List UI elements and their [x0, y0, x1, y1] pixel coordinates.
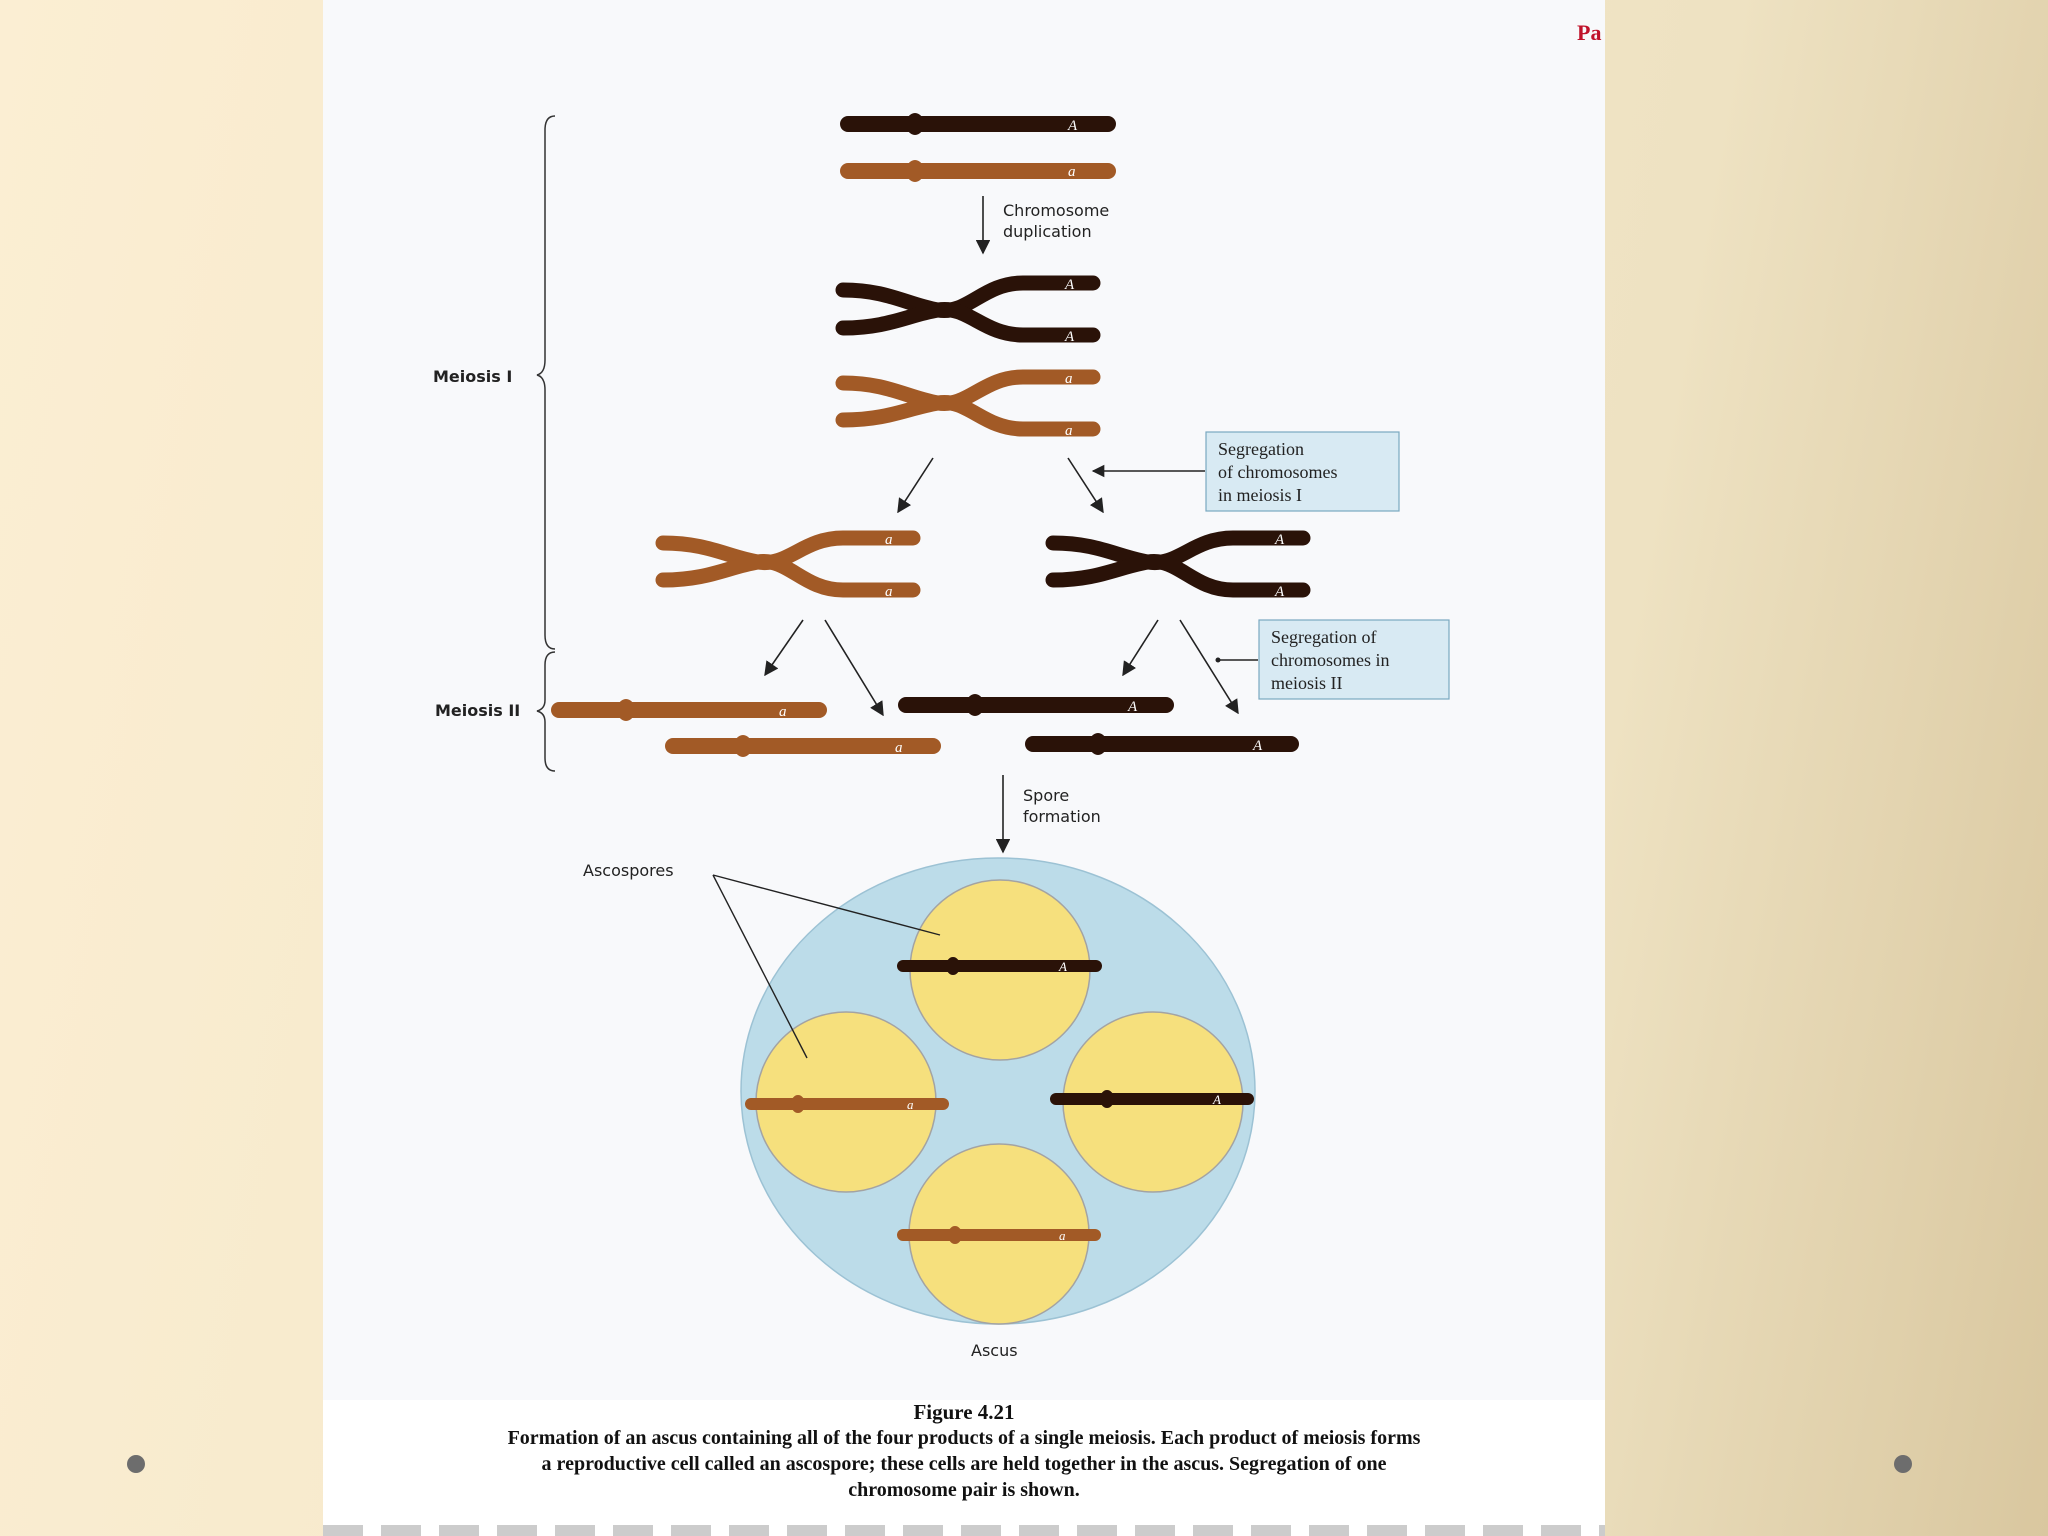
allele-label: a	[885, 532, 893, 548]
meiosis-2-arrow-1	[764, 619, 804, 677]
meiosis-1-bracket	[536, 115, 556, 650]
caption-line-3: chromosome pair is shown.	[848, 1479, 1080, 1501]
chromosome-light-top: a	[840, 160, 1116, 182]
allele-label: A	[1212, 1092, 1221, 1107]
allele-label: a	[779, 704, 787, 720]
allele-label: a	[885, 584, 893, 600]
meiosis-2-product-light-2: a	[665, 735, 941, 757]
ascus-label: Ascus	[971, 1341, 1018, 1360]
segregation-2-line2: chromosomes in	[1271, 650, 1390, 670]
allele-label: a	[1068, 164, 1076, 180]
meiosis-1-arrow-right	[1067, 457, 1104, 514]
document-page: Pa Meiosis I Meiosis II A a Chromosome d…	[323, 0, 1605, 1536]
meiosis-1-label: Meiosis I	[433, 367, 512, 386]
figure-caption: Formation of an ascus containing all of …	[383, 1425, 1545, 1503]
chromosome-dark-top: A	[840, 113, 1116, 135]
meiosis-2-arrow-4	[1179, 619, 1239, 715]
ascospore-bottom: a	[897, 1143, 1101, 1325]
figure-number: Figure 4.21	[913, 1400, 1015, 1424]
allele-label: a	[907, 1097, 914, 1112]
duplication-label-line1: Chromosome	[1003, 201, 1109, 220]
meiosis-2-product-dark-1: A	[898, 694, 1174, 716]
segregation-2-line3: meiosis II	[1271, 673, 1343, 693]
spore-formation-line1: Spore	[1023, 786, 1069, 805]
meiosis-diagram: Meiosis I Meiosis II A a Chromosome dupl…	[433, 113, 1450, 1360]
allele-label: A	[1064, 329, 1075, 345]
spore-formation-line2: formation	[1023, 807, 1101, 826]
segregation-meiosis-1-box: Segregation of chromosomes in meiosis I	[1205, 431, 1400, 512]
caption-line-2: a reproductive cell called an ascospore;…	[541, 1453, 1387, 1475]
duplicated-chromosome-dark	[835, 275, 1101, 343]
allele-label: A	[1058, 959, 1067, 974]
allele-label: a	[1065, 423, 1073, 439]
allele-label: a	[1065, 371, 1073, 387]
meiosis-2-product-light-1: a	[551, 699, 827, 721]
meiosis-1-product-light	[655, 530, 921, 598]
duplicated-chromosome-light	[835, 369, 1101, 437]
duplication-label-line2: duplication	[1003, 222, 1092, 241]
allele-label: A	[1067, 118, 1078, 134]
meiosis-2-bracket	[536, 651, 556, 772]
slide-dot-right	[1894, 1455, 1912, 1473]
ascospores-label: Ascospores	[583, 861, 674, 880]
meiosis-2-arrow-3	[1122, 619, 1159, 677]
ascospore-top: A	[897, 879, 1102, 1061]
allele-label: A	[1064, 277, 1075, 293]
allele-label: a	[1059, 1228, 1066, 1243]
allele-label: A	[1252, 738, 1263, 754]
segregation-1-line1: Segregation	[1218, 439, 1304, 459]
caption-line-1: Formation of an ascus containing all of …	[507, 1427, 1421, 1449]
ascospores-pointer-1	[712, 874, 941, 936]
meiosis-1-product-dark	[1045, 530, 1311, 598]
ascospores-pointer-2	[712, 874, 808, 1059]
ascospore-right: A	[1050, 1011, 1254, 1193]
segregation-meiosis-2-box: Segregation of chromosomes in meiosis II	[1258, 619, 1450, 700]
allele-label: A	[1274, 532, 1285, 548]
allele-label: a	[895, 740, 903, 756]
allele-label: A	[1274, 584, 1285, 600]
corner-mark: Pa	[1577, 20, 1602, 45]
segregation-2-line1: Segregation of	[1271, 627, 1376, 647]
cut-off-text-line	[323, 1525, 1605, 1536]
meiosis-2-label: Meiosis II	[435, 701, 520, 720]
meiosis-2-arrow-2	[824, 619, 884, 717]
meiosis-2-product-dark-2: A	[1025, 733, 1299, 755]
segregation-1-line2: of chromosomes	[1218, 462, 1337, 482]
slide-dot-left	[127, 1455, 145, 1473]
allele-label: A	[1127, 699, 1138, 715]
ascospore-left: a	[745, 1011, 949, 1193]
segregation-1-line3: in meiosis I	[1218, 485, 1302, 505]
meiosis-1-arrow-left	[897, 457, 934, 514]
